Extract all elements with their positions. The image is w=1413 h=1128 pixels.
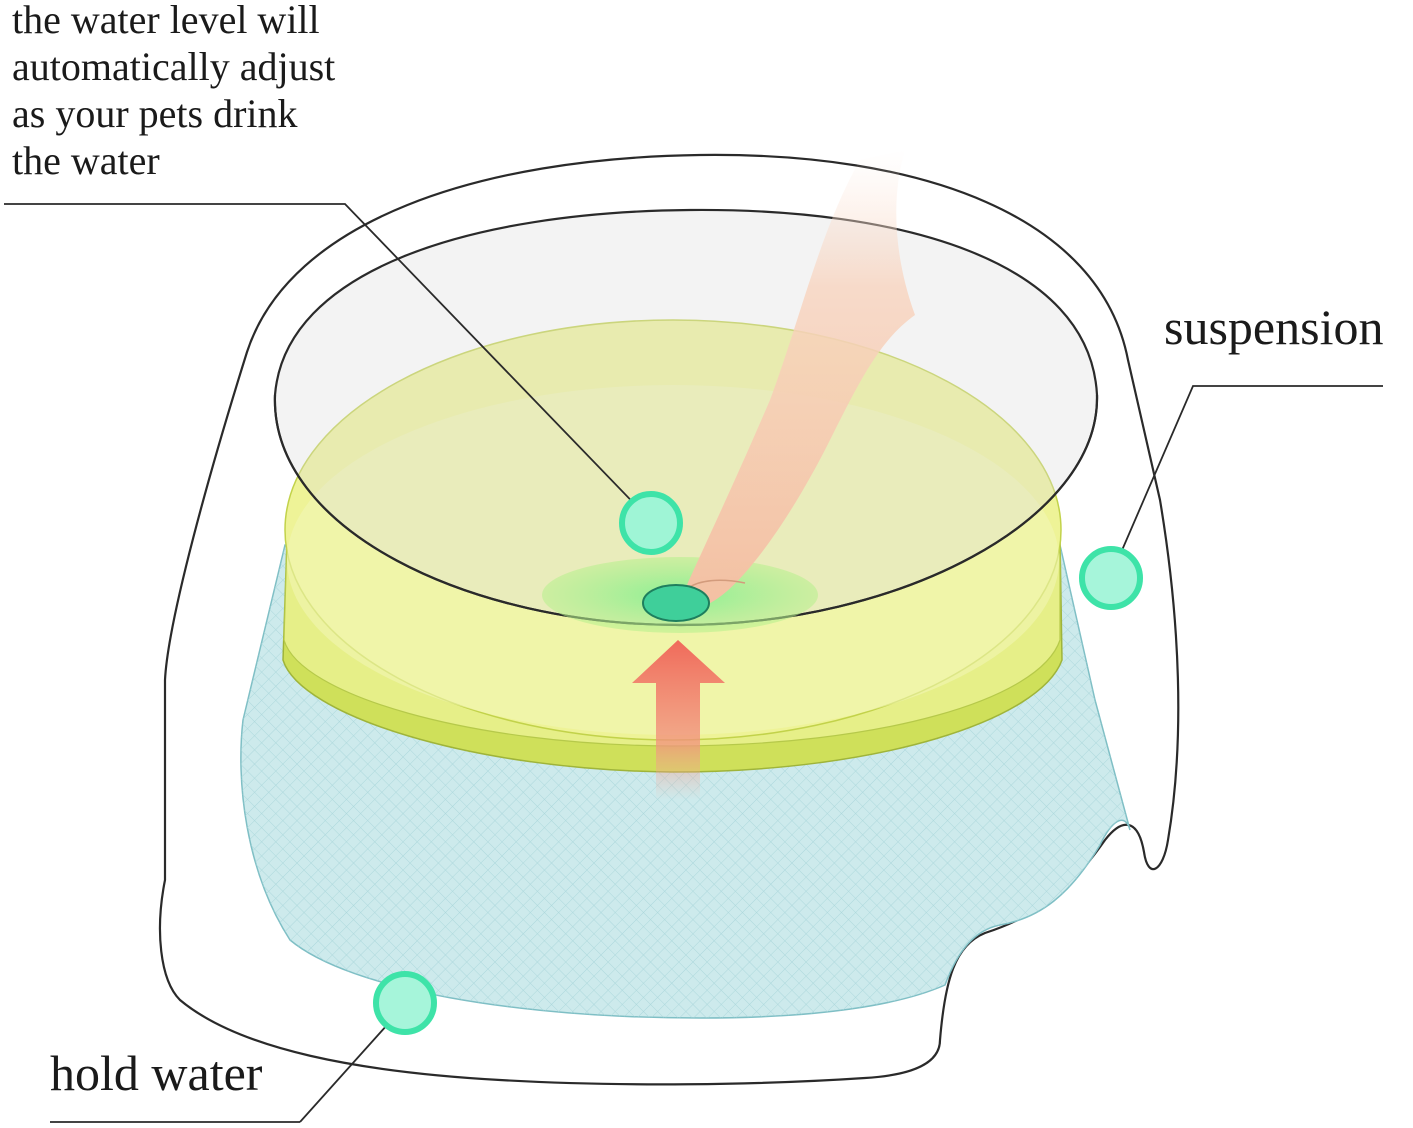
label-water-level: the water level will automatically adjus… [12, 0, 335, 184]
label-hold-water: hold water [50, 1045, 263, 1101]
label-water-level-line-4: the water [12, 138, 160, 183]
marker-hold-water [373, 971, 437, 1035]
marker-suspension [1079, 546, 1143, 610]
finger [685, 150, 915, 606]
label-water-level-line-1: the water level will [12, 0, 320, 42]
leader-line-suspension [1109, 385, 1383, 579]
label-water-level-line-2: automatically adjust [12, 44, 336, 89]
label-suspension: suspension [1164, 299, 1384, 355]
marker-water-level [619, 491, 683, 555]
upward-arrow [632, 640, 725, 800]
center-valve-marker [642, 584, 710, 622]
label-water-level-line-3: as your pets drink [12, 91, 298, 136]
leader-line-water-level [4, 203, 651, 521]
